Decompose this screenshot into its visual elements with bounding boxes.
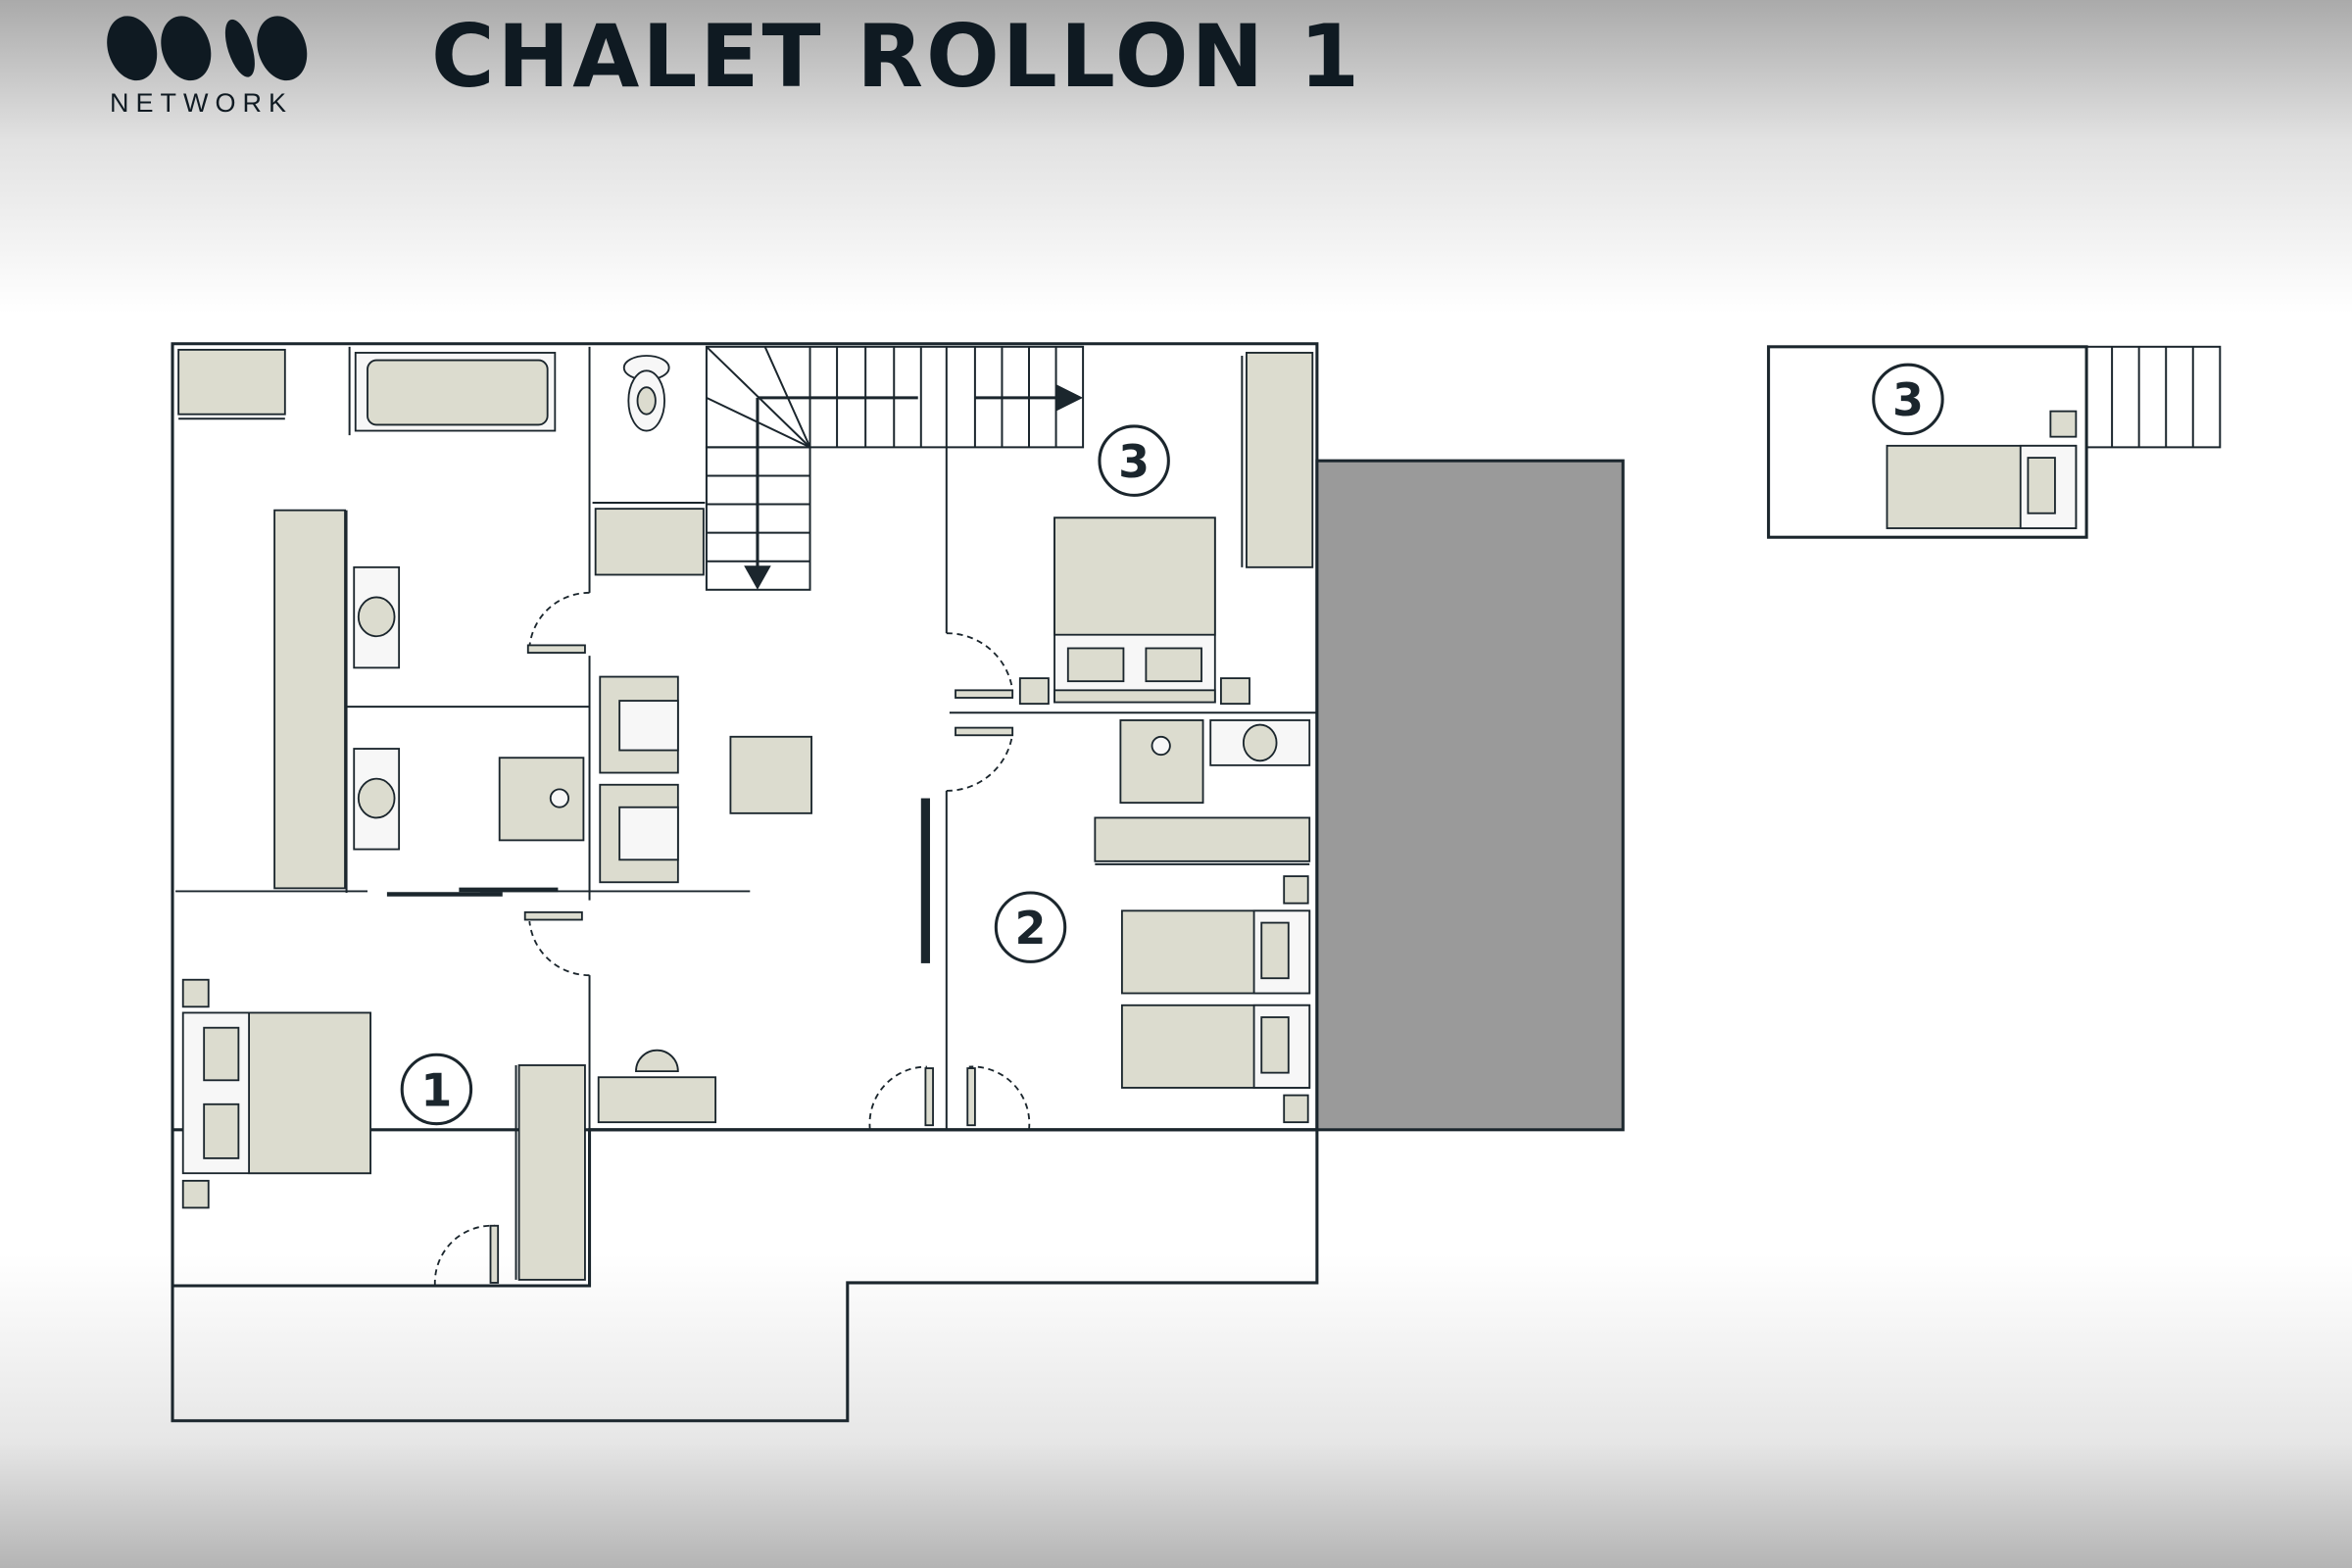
desk [597, 1076, 717, 1124]
page-title: CHALET ROLLON 1 [431, 6, 1363, 107]
room-label-3: 3 [1098, 424, 1170, 497]
tv [920, 798, 930, 963]
mezzanine-inset: 3 [1767, 345, 2222, 539]
logo-wordmark: NETWORK [110, 88, 293, 118]
staircase [705, 345, 1085, 591]
furniture [177, 348, 1314, 1281]
stair-up-arrow-icon [1055, 384, 1084, 412]
outbuilding-block [1315, 459, 1625, 1132]
room-number: 1 [420, 1063, 452, 1116]
stair-down-arrow-icon [744, 565, 771, 590]
interior-walls [175, 346, 1317, 1130]
room-label-2: 2 [994, 891, 1067, 963]
room-number: 3 [1118, 435, 1150, 488]
room-number: 2 [1015, 902, 1047, 955]
desk-chair-icon [635, 1049, 679, 1073]
doors [433, 591, 1031, 1287]
onvo-logo-icon [107, 16, 308, 81]
shower-tray [498, 757, 585, 842]
room-label-1: 1 [400, 1053, 473, 1126]
coffee-table [729, 735, 812, 814]
room-number: 3 [1892, 373, 1924, 426]
